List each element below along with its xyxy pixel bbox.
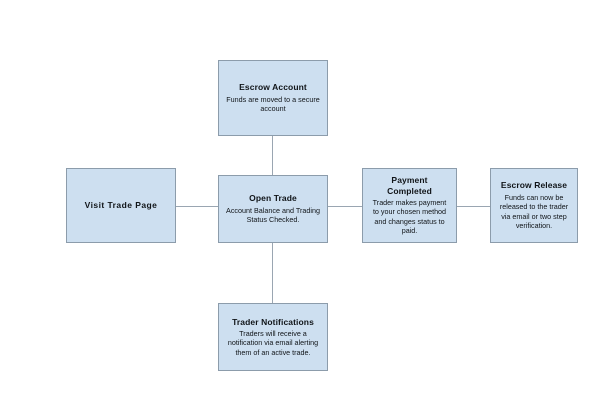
node-open-trade-description: Account Balance and Trading Status Check…	[226, 205, 320, 225]
node-visit-trade-page-title: Visit Trade Page	[84, 200, 158, 211]
node-trader-notifications-title: Trader Notifications	[232, 316, 314, 327]
node-trader-notifications[interactable]: Trader Notifications Traders will receiv…	[218, 303, 328, 371]
node-escrow-account[interactable]: Escrow Account Funds are moved to a secu…	[218, 60, 328, 136]
node-escrow-release-title: Escrow Release	[500, 180, 568, 191]
node-open-trade-title: Open Trade	[249, 193, 297, 204]
node-escrow-account-title: Escrow Account	[239, 82, 307, 93]
node-escrow-release-description: Funds can now be released to the trader …	[499, 192, 569, 231]
connector-visit-trade-page-to-open-trade	[176, 206, 218, 207]
node-payment-completed-description: Trader makes payment to your chosen meth…	[372, 197, 447, 236]
connector-escrow-account-to-open-trade	[272, 136, 273, 175]
node-payment-completed-title: Payment Completed	[387, 175, 432, 196]
connector-open-trade-to-trader-notifications	[272, 243, 273, 303]
connector-open-trade-to-payment-completed	[328, 206, 362, 207]
node-escrow-account-description: Funds are moved to a secure account	[226, 94, 320, 114]
connector-payment-completed-to-escrow-release	[457, 206, 490, 207]
node-visit-trade-page[interactable]: Visit Trade Page	[66, 168, 176, 243]
node-payment-completed[interactable]: Payment Completed Trader makes payment t…	[362, 168, 457, 243]
node-trader-notifications-description: Traders will receive a notification via …	[227, 328, 319, 357]
node-open-trade[interactable]: Open Trade Account Balance and Trading S…	[218, 175, 328, 243]
node-escrow-release[interactable]: Escrow Release Funds can now be released…	[490, 168, 578, 243]
